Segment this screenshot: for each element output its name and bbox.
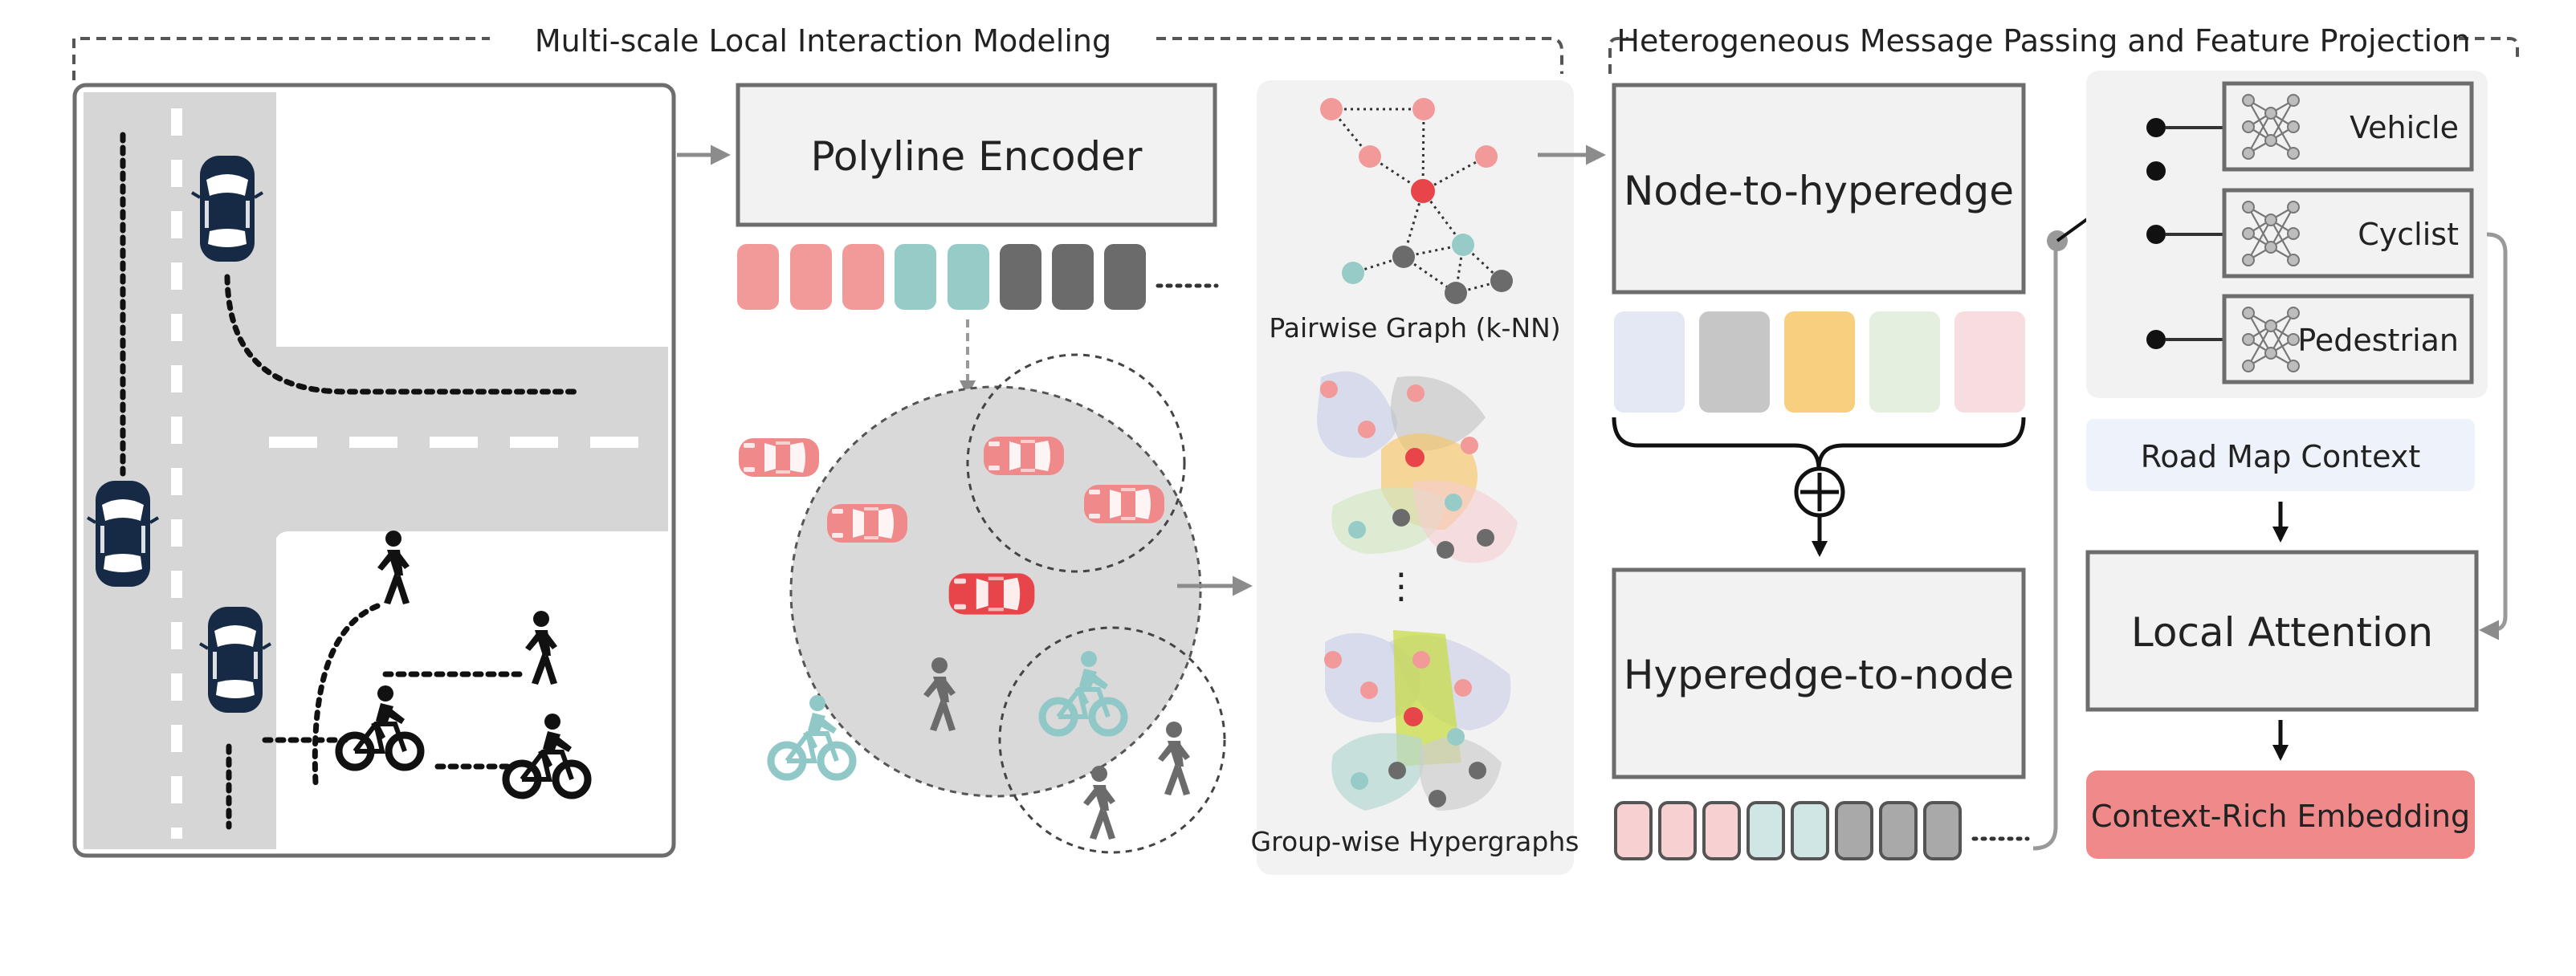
car-icon <box>948 573 1035 615</box>
local-attention-block: Local Attention <box>2085 550 2479 712</box>
car-icon <box>86 479 160 588</box>
traffic-scene <box>72 83 676 858</box>
pairwise-graph-label: Pairwise Graph (k-NN) <box>1269 312 1560 344</box>
cyclist-projection: Cyclist <box>2222 188 2474 279</box>
pedestrian-icon <box>1158 722 1190 795</box>
node-to-hyperedge-label: Node-to-hyperedge <box>1624 168 2014 214</box>
agent-type-label: Pedestrian <box>2297 323 2459 358</box>
node-output-tokens <box>1614 801 1962 860</box>
vehicle-projection: Vehicle <box>2222 81 2474 172</box>
vertical-ellipsis: ⋮ <box>1384 566 1419 607</box>
car-icon <box>1084 485 1164 523</box>
car-icon <box>827 504 907 543</box>
encoded-tokens <box>737 244 1219 310</box>
right-section-title: Heterogeneous Message Passing and Featur… <box>1616 23 2470 59</box>
agent-type-label: Vehicle <box>2350 110 2459 145</box>
context-rich-embedding-label: Context-Rich Embedding <box>2091 799 2470 834</box>
car-icon <box>739 438 819 477</box>
polyline-encoder-block: Polyline Encoder <box>736 83 1217 227</box>
feature-projection-panel: Vehicle Cyclist Pedestrian <box>2086 71 2488 398</box>
arrow-icon <box>2479 232 2508 640</box>
projection-switch-nodes <box>2146 118 2166 349</box>
car-icon <box>198 605 272 714</box>
hyperedge-features <box>1614 311 2025 413</box>
pedestrian-icon <box>1083 766 1115 840</box>
agent-type-label: Cyclist <box>2358 217 2459 252</box>
car-icon <box>984 437 1064 475</box>
polyline-encoder-label: Polyline Encoder <box>811 133 1143 180</box>
groupwise-hypergraph-label: Group-wise Hypergraphs <box>1251 826 1579 857</box>
context-rich-embedding: Context-Rich Embedding <box>2086 771 2475 859</box>
hypergraph-bottom <box>1324 630 1511 811</box>
right-section-bracket <box>1608 37 2519 74</box>
pairwise-graph <box>1320 98 1513 304</box>
hyperedge-to-node-label: Hyperedge-to-node <box>1624 652 2014 698</box>
pedestrian-projection: Pedestrian <box>2222 294 2474 384</box>
node-to-hyperedge-block: Node-to-hyperedge <box>1612 83 2026 295</box>
local-attention-label: Local Attention <box>2131 609 2433 656</box>
interaction-scene <box>739 353 1226 854</box>
road-map-context-label: Road Map Context <box>2141 439 2421 474</box>
graph-panel: Pairwise Graph (k-NN) ⋮ <box>1251 80 1579 875</box>
road-map-context: Road Map Context <box>2086 419 2475 491</box>
hyperedge-to-node-block: Hyperedge-to-node <box>1612 567 2026 779</box>
car-icon <box>190 154 264 263</box>
feature-routing-line <box>2032 242 2058 851</box>
hypergraph-top <box>1317 371 1518 563</box>
aggregation-brace <box>1612 417 2026 470</box>
left-section-title: Multi-scale Local Interaction Modeling <box>535 23 1111 59</box>
left-section-bracket <box>72 37 1563 80</box>
